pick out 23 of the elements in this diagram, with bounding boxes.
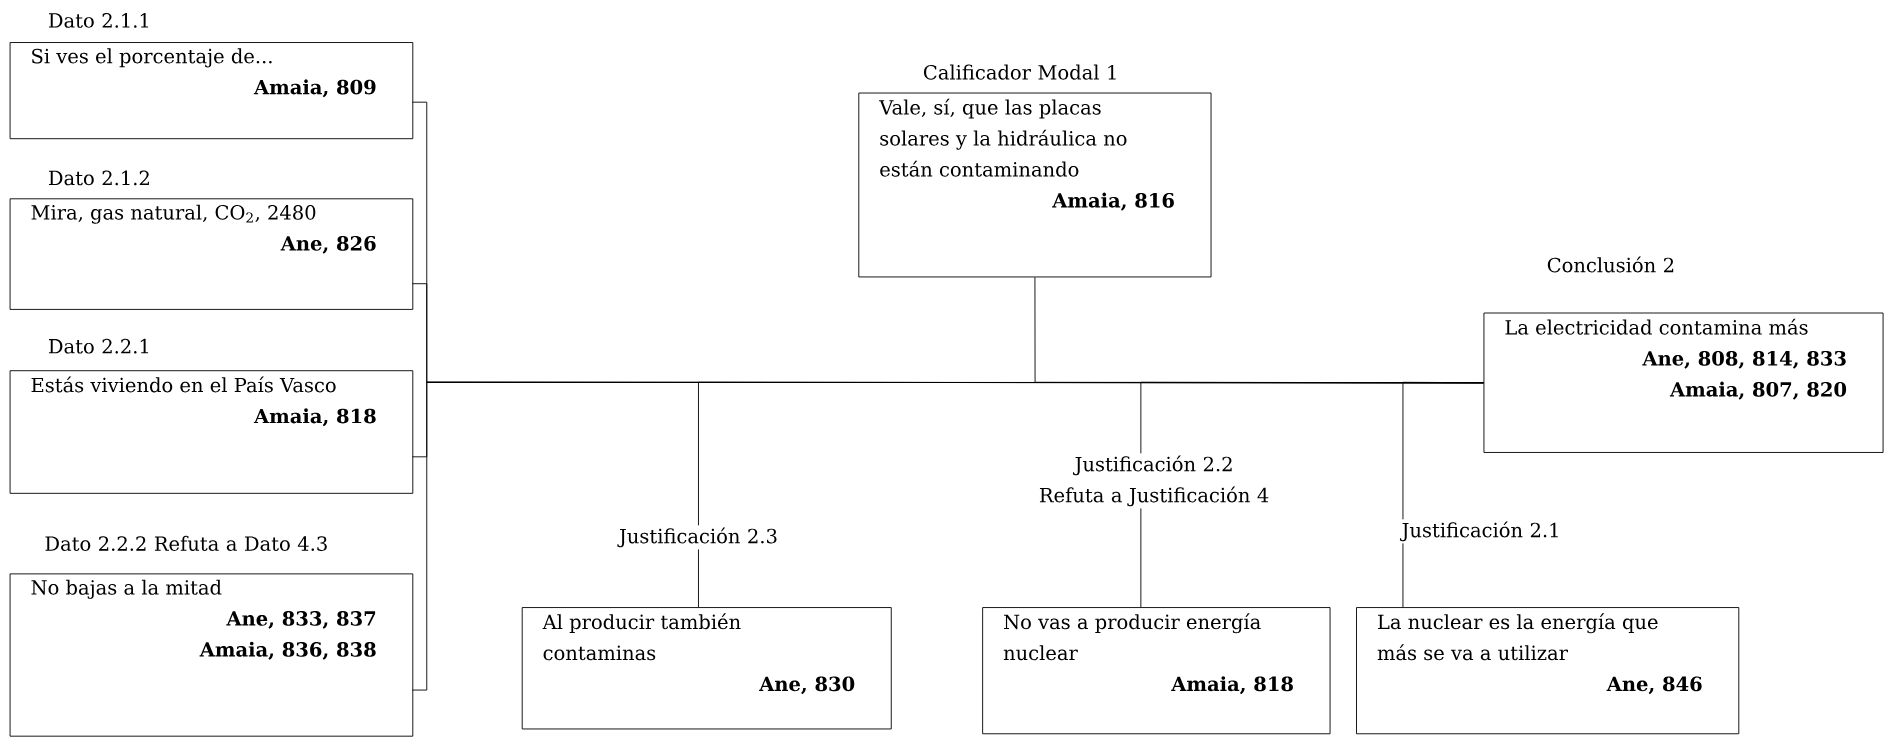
- heading-label: Calificador Modal 1: [923, 64, 1116, 80]
- text-box: Estás viviendo en el País Vasco Amaia, 818: [9, 370, 414, 494]
- heading-label: Conclusión 2: [1547, 256, 1674, 273]
- text-box: Vale, sí, que las placas solares y la hidráulica no están contaminando Amaia, 816: [858, 92, 1212, 278]
- heading-label: Dato 2.1.1: [48, 13, 149, 28]
- node-label: Al producir también contaminas: [542, 613, 741, 661]
- heading-label: Dato 2.2.1: [48, 338, 149, 354]
- text-box: Al producir también contaminas Ane, 830: [521, 607, 892, 730]
- text-box: Si ves el porcentaje de... Amaia, 809: [9, 42, 414, 140]
- text-box: La nuclear es la energía que más se va a utilizar Ane, 846: [1356, 607, 1740, 735]
- text-box: Mira, gas natural, CO$_{2}$, 2480 Ane, 826: [9, 198, 414, 310]
- heading-label: Justificación 2.2 Refuta a Justificación 4: [1039, 455, 1269, 507]
- node-label: Amaia, 818: [1171, 676, 1293, 695]
- heading-label: Justificación 2.1: [1399, 521, 1558, 542]
- node-label: Ane, 830: [759, 676, 855, 695]
- text-box: La electricidad contamina más Ane, 808, 814, 833 Amaia, 807, 820: [1483, 312, 1884, 453]
- text-box: No bajas a la mitad Ane, 833, 837 Amaia, 836, 838: [9, 573, 414, 737]
- node-label: No vas a producir energía nuclear: [1003, 613, 1261, 661]
- heading-label: Dato 2.2.2 Refuta a Dato 4.3: [45, 535, 327, 551]
- text-box: No vas a producir energía nuclear Amaia, 818: [982, 607, 1331, 735]
- heading-label: Justificación 2.3: [617, 527, 777, 548]
- connector-line: [1402, 381, 1484, 520]
- heading-label: Dato 2.1.2: [48, 170, 149, 186]
